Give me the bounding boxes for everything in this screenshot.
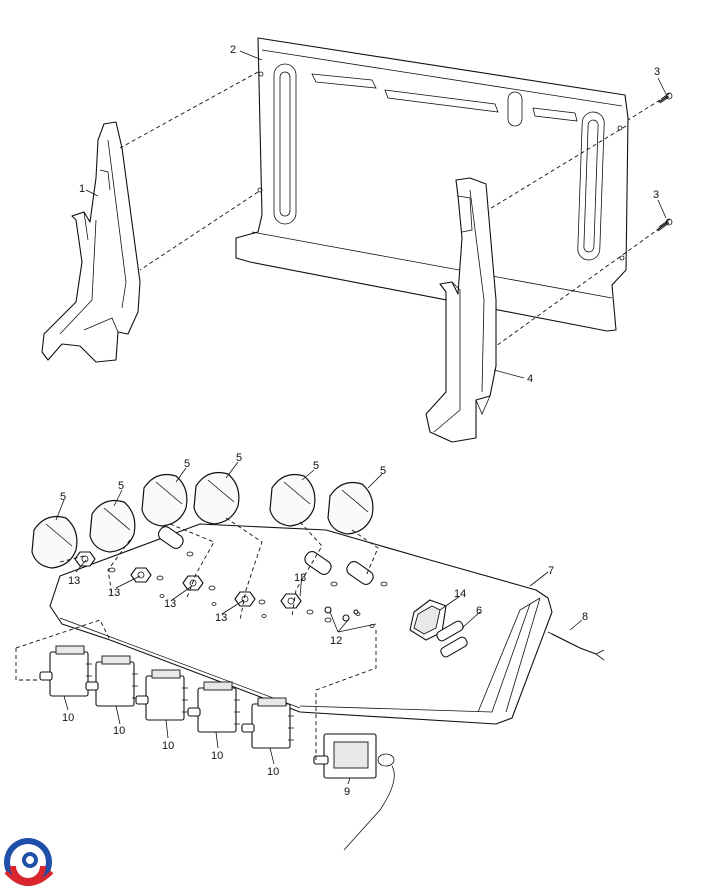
callout-5: 5 — [313, 460, 319, 472]
back-panel — [235, 37, 629, 332]
right-side-bracket — [425, 177, 497, 443]
spindle — [346, 561, 374, 585]
assembly-line — [119, 71, 259, 149]
rotary-switch — [241, 697, 294, 749]
callout-13: 13 — [108, 587, 120, 599]
callout-10: 10 — [113, 725, 125, 737]
nut — [74, 551, 96, 567]
callout-5: 5 — [60, 491, 66, 503]
leader-lines — [55, 50, 667, 785]
callout-10: 10 — [162, 740, 174, 752]
callout-3: 3 — [654, 66, 660, 78]
callout-14: 14 — [454, 588, 466, 600]
brand-logo — [4, 838, 54, 886]
rotary-switch — [187, 681, 240, 733]
nut — [130, 567, 152, 583]
screw-top — [658, 92, 673, 104]
spindle — [157, 526, 184, 549]
assembly-line — [627, 99, 661, 121]
assembly-line — [487, 125, 627, 211]
thermostat — [313, 733, 395, 851]
assembly-line — [495, 227, 661, 347]
callout-5: 5 — [380, 465, 386, 477]
assembly-line — [139, 191, 259, 271]
callout-5: 5 — [184, 458, 190, 470]
rotary-switch — [135, 669, 188, 721]
callout-13: 13 — [164, 598, 176, 610]
callout-13: 13 — [294, 572, 306, 584]
control-knob — [89, 499, 136, 553]
callout-4: 4 — [527, 373, 533, 385]
control-knob — [141, 473, 188, 527]
small-screws — [324, 606, 359, 622]
callout-2: 2 — [230, 44, 236, 56]
control-knob — [327, 481, 374, 535]
nut — [280, 593, 302, 609]
ignition-lead — [547, 631, 605, 661]
indicator-lens — [436, 620, 468, 658]
callout-3: 3 — [653, 189, 659, 201]
callout-12: 12 — [330, 635, 342, 647]
rotary-switch — [39, 645, 92, 697]
screw-bottom — [656, 218, 673, 232]
callout-5: 5 — [118, 480, 124, 492]
callout-5: 5 — [236, 452, 242, 464]
callout-13: 13 — [215, 612, 227, 624]
callout-6: 6 — [476, 605, 482, 617]
spindle — [304, 551, 332, 575]
control-knob — [31, 515, 78, 569]
left-side-bracket — [41, 121, 141, 363]
callout-8: 8 — [582, 611, 588, 623]
control-panel — [49, 523, 553, 725]
callout-9: 9 — [344, 786, 350, 798]
callout-1: 1 — [79, 183, 85, 195]
control-knob — [193, 471, 240, 525]
callout-10: 10 — [62, 712, 74, 724]
rotary-switch — [85, 655, 138, 707]
control-knob — [269, 473, 316, 527]
callout-13: 13 — [68, 575, 80, 587]
rocker-switch — [409, 599, 447, 641]
callout-7: 7 — [548, 565, 554, 577]
callout-10: 10 — [211, 750, 223, 762]
callout-10: 10 — [267, 766, 279, 778]
